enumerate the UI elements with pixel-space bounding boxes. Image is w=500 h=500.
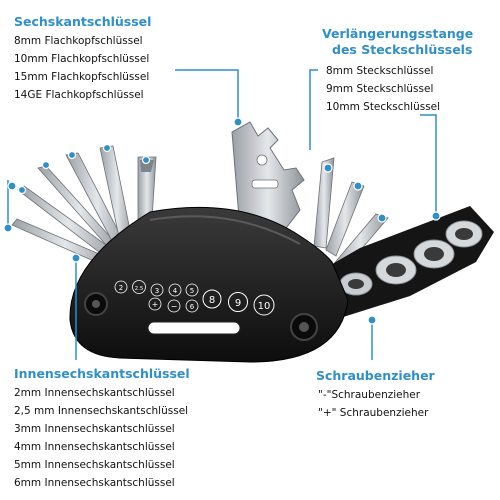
flat-wrench (231, 121, 305, 231)
innensechskant-item-2: 2,5 mm Innensechskantschlüssel (14, 405, 189, 417)
marking-2-5: 2.5 (135, 286, 144, 292)
schraubenzieher-item-1: "-"Schraubenzieher (318, 389, 421, 401)
callout-lines (7, 69, 437, 360)
marking-10: 10 (258, 301, 271, 312)
marking-4: 4 (173, 287, 178, 295)
sechskant-item-3: 15mm Flachkopfschlüssel (14, 71, 150, 83)
sechskant-item-2: 10mm Flachkopfschlüssel (14, 53, 150, 65)
sechskant-title: Sechskantschlüssel (14, 14, 152, 29)
innensechskant-item-5: 5mm Innensechskantschlüssel (14, 459, 175, 471)
marking-2: 2 (119, 284, 123, 292)
innensechskant-item-3: 3mm Innensechskantschlüssel (14, 423, 175, 435)
marking-plus: + (152, 300, 159, 309)
innensechskant-item-4: 4mm Innensechskantschlüssel (14, 441, 175, 453)
sechskant-item-1: 8mm Flachkopfschlüssel (14, 35, 143, 47)
verlaengerung-item-3: 10mm Steckschlüssel (326, 101, 441, 113)
size-markings: 2 2.5 3 4 5 6 8 9 10 + − (114, 280, 275, 316)
callout-dots (3, 117, 441, 325)
innensechskant-item-6: 6mm Innensechskantschlüssel (14, 477, 175, 489)
schraubenzieher-title: Schraubenzieher (316, 368, 435, 383)
verlaengerung-item-2: 9mm Steckschlüssel (326, 83, 434, 95)
marking-6: 6 (190, 303, 195, 311)
innensechskant-title: Innensechskantschlüssel (14, 366, 190, 381)
verlaengerung-title-line2: des Steckschlüssels (332, 42, 473, 57)
tool-handle (69, 206, 349, 363)
marking-5: 5 (190, 287, 194, 295)
innensechskant-item-1: 2mm Innensechskantschlüssel (14, 387, 175, 399)
verlaengerung-title-line1: Verlängerungsstange (322, 26, 474, 41)
marking-8: 8 (209, 295, 215, 306)
verlaengerung-item-1: 8mm Steckschlüssel (326, 65, 434, 77)
marking-minus: − (171, 302, 178, 311)
sechskant-item-4: 14GE Flachkopfschlüssel (14, 89, 144, 101)
schraubenzieher-item-2: "+" Schraubenzieher (318, 407, 429, 419)
sockets (322, 206, 494, 318)
marking-3: 3 (155, 287, 159, 295)
marking-9: 9 (235, 298, 241, 309)
